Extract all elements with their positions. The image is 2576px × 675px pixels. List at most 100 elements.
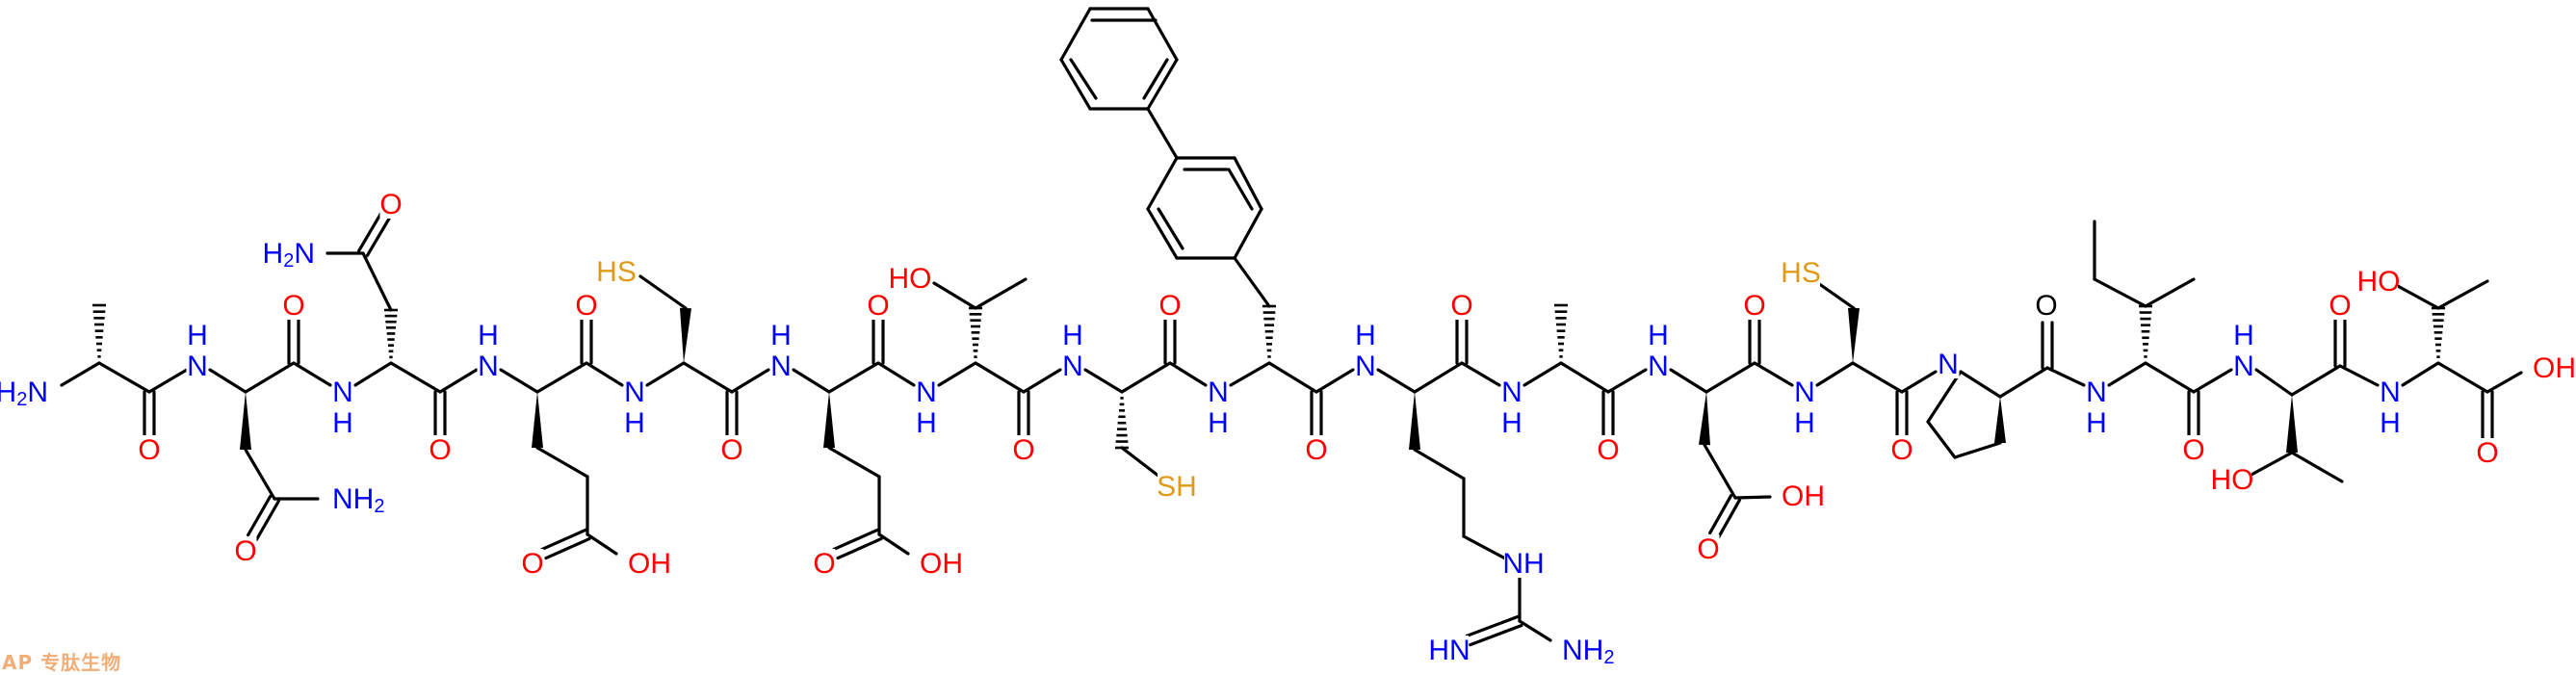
- carbonyl-oxygen-label: O: [720, 434, 742, 466]
- single-bond: [1462, 534, 1509, 561]
- amide-nitrogen-label: N: [1208, 376, 1229, 408]
- label-backdrop: [1597, 435, 1620, 464]
- label-backdrop: [575, 291, 598, 320]
- label-backdrop: [917, 549, 955, 578]
- single-bond: [2436, 279, 2489, 310]
- label-backdrop: [477, 351, 500, 380]
- single-bond: [1926, 420, 1957, 459]
- single-bond: [2093, 277, 2147, 308]
- label-backdrop: [1305, 435, 1328, 464]
- label-backdrop: [1061, 351, 1084, 380]
- single-bond: [1733, 495, 1772, 500]
- label-backdrop: [1158, 472, 1196, 501]
- amide-nitrogen-label: N: [770, 350, 792, 382]
- amide-hydrogen-label: H: [1208, 407, 1229, 439]
- label-backdrop: [623, 408, 646, 437]
- single-bond: [60, 361, 101, 387]
- amide-hydrogen-label: H: [2086, 407, 2107, 439]
- single-bond: [1059, 7, 1092, 62]
- label-backdrop: [186, 321, 209, 350]
- amide-hydrogen-label: H: [332, 407, 353, 439]
- glu-sidechain-oxygen-label: O: [813, 548, 835, 580]
- label-backdrop: [2085, 408, 2108, 437]
- amide-nitrogen-label: N: [1501, 376, 1522, 408]
- asn-sidechain-oxygen-label: O: [234, 535, 256, 567]
- single-bond: [1953, 441, 2002, 459]
- c-terminus-carbonyl-oxygen-label: O: [2476, 437, 2498, 469]
- single-bond: [244, 361, 296, 394]
- amide-hydrogen-label: H: [1501, 407, 1522, 439]
- single-bond: [1146, 58, 1179, 111]
- label-backdrop: [521, 549, 544, 578]
- label-backdrop: [1504, 549, 1543, 578]
- single-bond: [827, 361, 880, 394]
- amide-hydrogen-label: H: [187, 320, 208, 351]
- single-bond: [535, 446, 589, 479]
- single-bond: [1120, 361, 1172, 394]
- single-bond: [1413, 361, 1464, 394]
- aromatic-double-bond: [1142, 58, 1169, 100]
- single-bond: [585, 361, 624, 387]
- label-backdrop: [2530, 353, 2568, 382]
- label-backdrop: [891, 264, 929, 293]
- single-bond: [2290, 364, 2342, 397]
- amide-nitrogen-label: N: [916, 376, 937, 408]
- label-backdrop: [1500, 377, 1523, 406]
- single-bond: [1146, 156, 1179, 211]
- label-backdrop: [867, 291, 890, 320]
- single-bond: [1233, 207, 1263, 260]
- amide-nitrogen-label: N: [2086, 376, 2107, 408]
- double-bond: [1469, 624, 1523, 647]
- single-bond: [974, 361, 1026, 394]
- label-backdrop: [1793, 377, 1816, 406]
- label-backdrop: [282, 291, 305, 320]
- asn-sidechain-amide-label: NH2: [332, 483, 384, 518]
- amide-nitrogen-label: N: [2380, 376, 2401, 408]
- carbonyl-oxygen-label: O: [1450, 290, 1472, 322]
- label-backdrop: [2379, 377, 2402, 406]
- label-backdrop: [234, 536, 257, 565]
- label-backdrop: [1500, 408, 1523, 437]
- double-bond: [357, 211, 383, 253]
- single-bond: [361, 251, 393, 312]
- single-bond: [1522, 361, 1563, 387]
- amide-nitrogen-label: N: [1794, 376, 1815, 408]
- carbonyl-oxygen-label: O: [867, 290, 889, 322]
- single-bond: [792, 368, 831, 394]
- single-bond: [974, 277, 1028, 310]
- single-bond: [1851, 361, 1904, 394]
- single-bond: [438, 368, 479, 394]
- single-bond: [827, 446, 881, 479]
- double-bond: [836, 536, 883, 560]
- amide-nitrogen-label: N: [2233, 350, 2254, 382]
- single-bond: [1146, 107, 1179, 160]
- label-backdrop: [477, 321, 500, 350]
- label-backdrop: [1158, 291, 1182, 320]
- amide-nitrogen-label: N: [1648, 350, 1669, 382]
- single-bond: [2436, 361, 2489, 394]
- asp-sidechain-oxygen-label: O: [1697, 533, 1719, 565]
- amide-hydrogen-label: H: [1062, 320, 1083, 351]
- single-bond: [1083, 368, 1124, 394]
- label-backdrop: [266, 239, 315, 268]
- label-backdrop: [720, 435, 743, 464]
- single-bond: [1703, 443, 1737, 500]
- label-backdrop: [597, 257, 636, 286]
- label-backdrop: [329, 484, 378, 513]
- carbonyl-oxygen-label: O: [1158, 290, 1181, 322]
- single-bond: [1059, 58, 1092, 111]
- single-bond: [244, 448, 276, 501]
- single-bond: [876, 361, 916, 387]
- single-bond: [2401, 361, 2440, 387]
- carbonyl-oxygen-label: O: [1305, 434, 1327, 466]
- single-bond: [1413, 448, 1466, 480]
- single-bond: [1168, 361, 1208, 387]
- label-backdrop: [1559, 636, 1608, 664]
- aromatic-double-bond: [1157, 207, 1184, 250]
- single-bond: [730, 368, 770, 394]
- amide-hydrogen-label: H: [916, 407, 937, 439]
- single-bond: [535, 361, 588, 394]
- label-backdrop: [2359, 267, 2398, 296]
- single-bond: [1815, 361, 1855, 387]
- stereo-wedge-bond: [1848, 307, 1860, 363]
